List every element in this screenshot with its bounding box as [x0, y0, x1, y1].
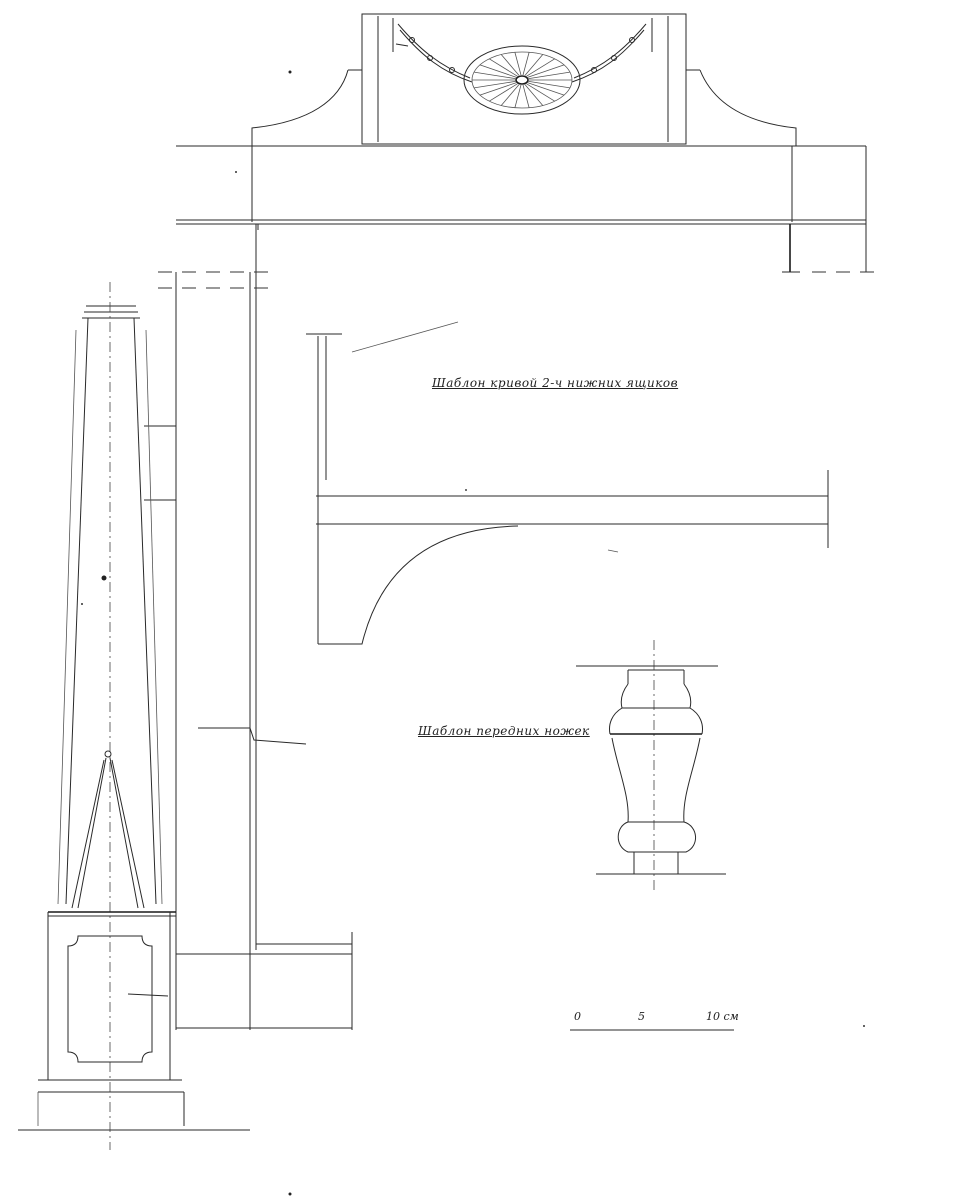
pedestal-base: [18, 911, 250, 1131]
rosette-ray: [489, 83, 518, 102]
rosette-ray: [526, 83, 555, 102]
rosette-ray: [528, 71, 571, 79]
curve-template-label: Шаблон кривой 2-ч нижних ящиков: [432, 376, 679, 390]
rosette-ray: [479, 64, 517, 78]
rosette-ray: [522, 84, 530, 108]
scale-mark-5: 5: [638, 1010, 645, 1023]
vertical-post: [144, 224, 353, 1030]
rosette-ray: [500, 84, 520, 106]
rosette-ray: [514, 52, 522, 76]
rosette-ray: [473, 71, 516, 79]
rosette-ray: [528, 81, 571, 89]
rosette-ray: [514, 84, 522, 108]
sunburst-rosette: [463, 45, 581, 115]
garland-ornament: [395, 23, 647, 83]
obelisk-column: [57, 282, 163, 1150]
rosette-ray: [527, 82, 565, 96]
drawer-curve-template: [306, 321, 829, 645]
paper-specks: [81, 70, 865, 1196]
rosette-ray: [473, 81, 516, 89]
front-leg-template: [576, 640, 726, 890]
rosette-ray: [524, 84, 544, 106]
scale-mark-0: 0: [574, 1010, 581, 1023]
rosette-ray: [500, 54, 520, 76]
rosette-ray: [522, 52, 530, 76]
rosette-ray: [524, 54, 544, 76]
scale-mark-10: 10 см: [706, 1010, 739, 1023]
rosette-ray: [526, 58, 555, 77]
upper-frame: [176, 145, 876, 273]
front-legs-template-label: Шаблон передних ножек: [418, 724, 590, 738]
rosette-ray: [527, 64, 565, 78]
rosette-ray: [479, 82, 517, 96]
top-crest: [251, 13, 797, 146]
rosette-ray: [489, 58, 518, 77]
